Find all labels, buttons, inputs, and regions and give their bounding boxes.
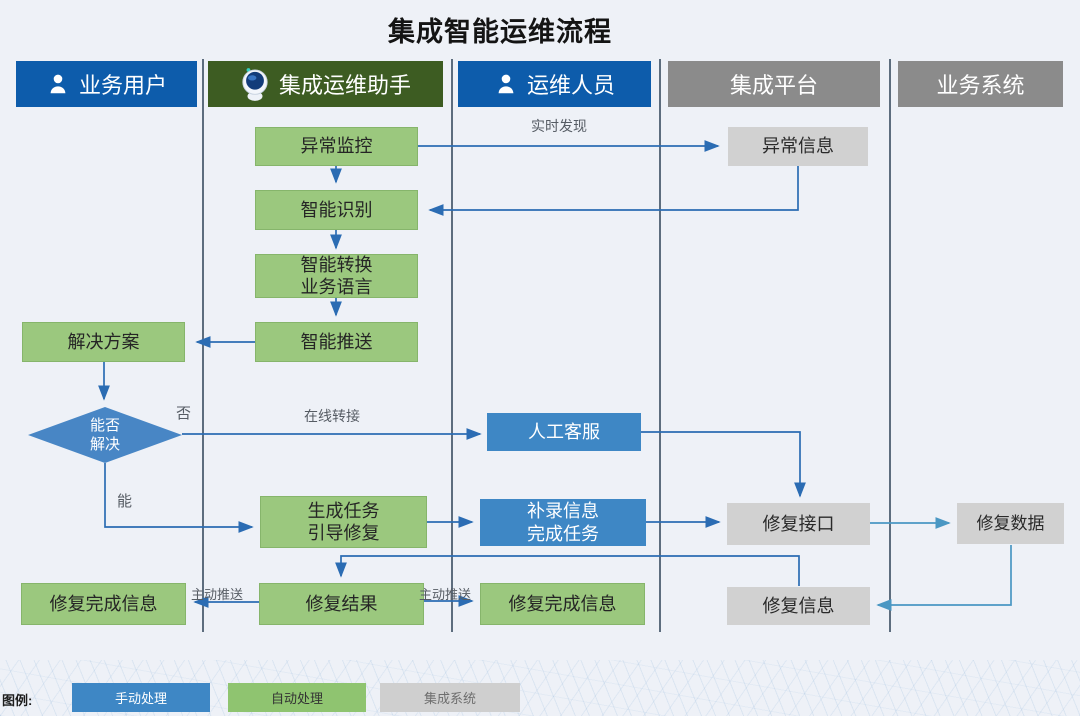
- node-repair-data: 修复数据: [957, 503, 1064, 544]
- edge-label-push-right: 主动推送: [419, 587, 472, 602]
- node-supplement-info: 补录信息 完成任务: [480, 499, 646, 546]
- edge-manual-service-to-repair-interface: [641, 431, 806, 498]
- lane-header-business-user: 业务用户: [16, 61, 197, 107]
- node-intelligent-convert: 智能转换 业务语言: [255, 254, 418, 298]
- lane-header-business-system: 业务系统: [898, 61, 1063, 107]
- node-repair-done-info-user: 修复完成信息: [21, 583, 186, 625]
- edge-label-yes: 能: [117, 493, 133, 510]
- node-generate-task: 生成任务 引导修复: [260, 496, 427, 548]
- lane-header-label: 集成平台: [729, 73, 818, 98]
- legend-item-system: 集成系统: [380, 683, 520, 712]
- lane-header-label: 业务用户: [78, 73, 167, 98]
- lane-header-label: 运维人员: [526, 73, 615, 98]
- node-intelligent-identify: 智能识别: [255, 190, 418, 230]
- node-repair-result: 修复结果: [259, 583, 424, 625]
- node-exception-monitor: 异常监控: [255, 127, 418, 166]
- edge-exception-info-to-identify: [428, 166, 799, 216]
- lane-header-integration-platform: 集成平台: [668, 61, 880, 107]
- legend-item-auto: 自动处理: [228, 683, 366, 712]
- edge-repair-info-to-repair-result: [335, 555, 800, 586]
- edge-label-push-left: 主动推送: [191, 587, 244, 602]
- node-intelligent-push: 智能推送: [255, 322, 418, 362]
- lane-header-label: 集成运维助手: [278, 73, 411, 98]
- node-manual-service: 人工客服: [487, 413, 641, 451]
- lane-header-ops-assistant: 集成运维助手: [208, 61, 443, 107]
- lane-divider-2: [451, 59, 453, 632]
- node-repair-done-info-ops: 修复完成信息: [480, 583, 645, 625]
- legend-item-manual: 手动处理: [72, 683, 210, 712]
- lane-divider-4: [889, 59, 891, 632]
- user-icon: [494, 72, 518, 96]
- edge-label-online-transfer: 在线转接: [304, 408, 360, 424]
- lane-divider-3: [659, 59, 661, 632]
- node-can-resolve-decision: 能否 解决: [28, 407, 182, 463]
- user-icon: [46, 72, 70, 96]
- legend-caption: 图例:: [2, 693, 33, 708]
- lane-divider-1: [202, 59, 204, 632]
- edge-label-realtime-detect: 实时发现: [531, 118, 587, 134]
- node-solution: 解决方案: [22, 322, 185, 362]
- edge-repair-data-to-repair-info: [876, 545, 1012, 611]
- node-repair-info: 修复信息: [727, 587, 870, 625]
- lane-header-label: 业务系统: [936, 73, 1025, 98]
- robot-icon: [240, 66, 270, 102]
- node-repair-interface: 修复接口: [727, 503, 870, 545]
- edge-label-no: 否: [176, 405, 192, 422]
- node-exception-info: 异常信息: [728, 127, 868, 166]
- page-title: 集成智能运维流程: [388, 17, 612, 47]
- lane-header-ops-staff: 运维人员: [458, 61, 651, 107]
